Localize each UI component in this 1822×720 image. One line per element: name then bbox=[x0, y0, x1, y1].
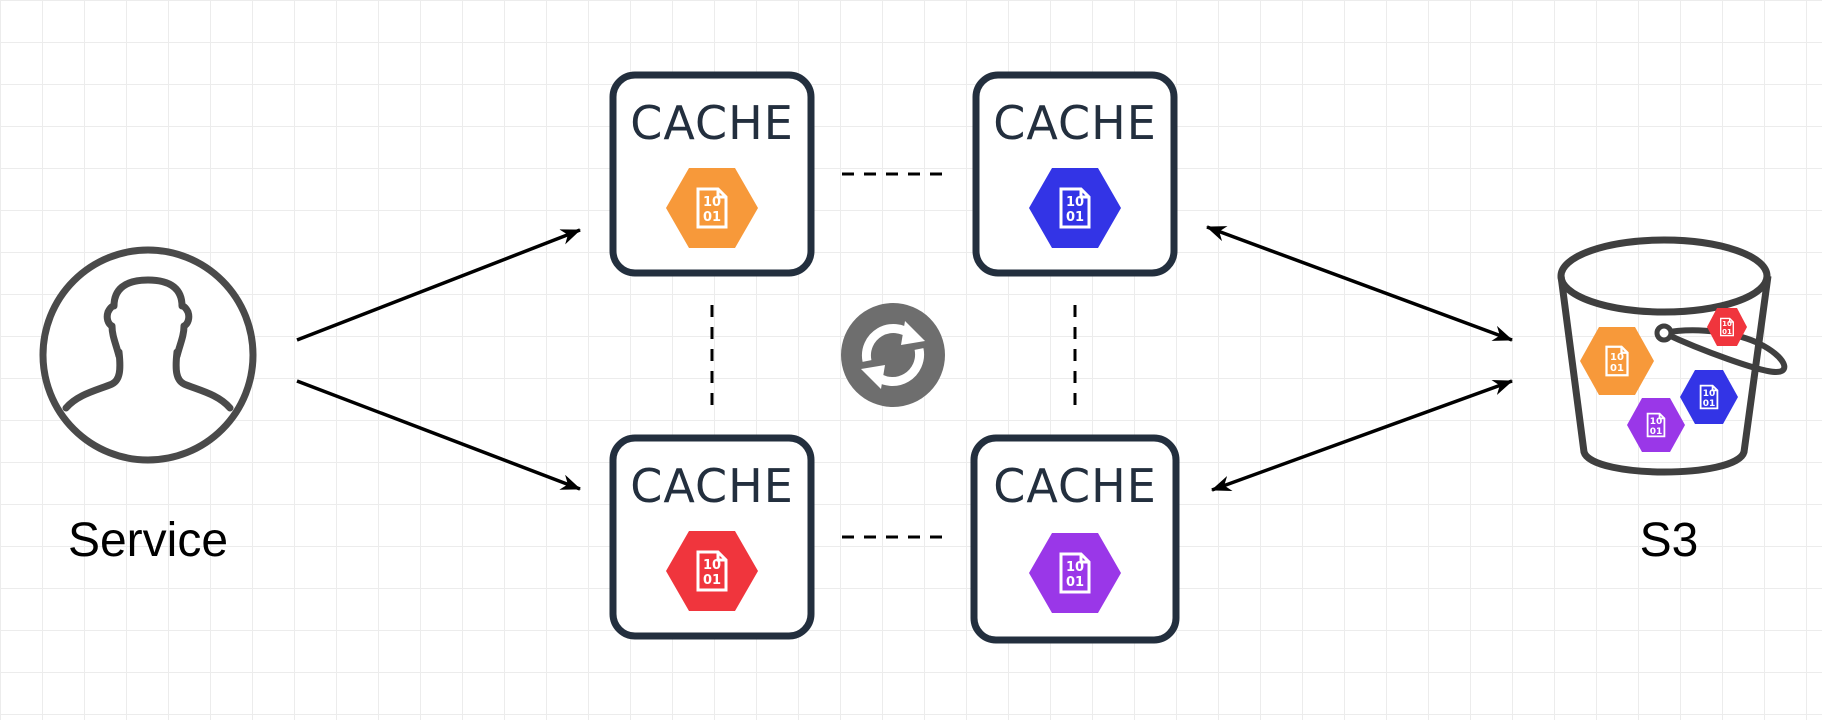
binary-file-icon: 10 01 bbox=[1029, 533, 1121, 613]
bucket-icon: 10 01 10 01 10 01 10 01 bbox=[1557, 236, 1788, 476]
badge-text-top: 10 bbox=[1650, 417, 1663, 427]
badge-text-bottom: 01 bbox=[703, 573, 721, 588]
cache-node-top-right[interactable]: CACHE 10 01 bbox=[972, 71, 1178, 277]
s3-node[interactable]: 10 01 10 01 10 01 10 01 S3 bbox=[1557, 236, 1788, 567]
arrow-bottom-cache-s3 bbox=[1211, 379, 1513, 492]
badge-text-bottom: 01 bbox=[703, 210, 721, 225]
bucket-hex-red: 10 01 bbox=[1707, 308, 1747, 346]
s3-label: S3 bbox=[1640, 514, 1699, 567]
service-arrows bbox=[296, 228, 581, 491]
arrow-service-to-top-cache bbox=[296, 228, 581, 342]
badge-text-top: 10 bbox=[1703, 389, 1716, 399]
bucket-hex-blue: 10 01 bbox=[1680, 370, 1738, 424]
badge-text-bottom: 01 bbox=[1066, 210, 1084, 225]
service-label: Service bbox=[68, 514, 228, 567]
arrow-service-to-bottom-cache bbox=[296, 379, 581, 491]
user-icon bbox=[39, 246, 257, 464]
arrow-top-cache-s3 bbox=[1206, 225, 1513, 342]
badge-text-bottom: 01 bbox=[1066, 575, 1084, 590]
badge-text-bottom: 01 bbox=[1650, 427, 1663, 437]
binary-file-icon: 10 01 bbox=[666, 531, 758, 611]
cache-label: CACHE bbox=[993, 459, 1157, 513]
binary-file-icon: 10 01 bbox=[666, 168, 758, 248]
cache-node-bottom-left[interactable]: CACHE 10 01 bbox=[609, 434, 815, 640]
service-node[interactable]: Service bbox=[39, 246, 257, 567]
cache-label: CACHE bbox=[630, 459, 794, 513]
badge-text-top: 10 bbox=[1722, 320, 1732, 328]
badge-text-top: 10 bbox=[1066, 195, 1084, 210]
bucket-hex-orange: 10 01 bbox=[1580, 327, 1654, 395]
s3-arrows bbox=[1206, 225, 1513, 492]
badge-text-top: 10 bbox=[1066, 560, 1084, 575]
dashed-connectors bbox=[710, 172, 1077, 539]
cache-label: CACHE bbox=[630, 96, 794, 150]
cache-node-top-left[interactable]: CACHE 10 01 bbox=[609, 71, 815, 277]
badge-text-top: 10 bbox=[703, 195, 721, 210]
cache-label: CACHE bbox=[993, 96, 1157, 150]
badge-text-top: 10 bbox=[703, 558, 721, 573]
badge-text-bottom: 01 bbox=[1610, 363, 1624, 374]
badge-text-bottom: 01 bbox=[1722, 328, 1732, 336]
binary-file-icon: 10 01 bbox=[1029, 168, 1121, 248]
bucket-hex-purple: 10 01 bbox=[1627, 398, 1685, 452]
badge-text-bottom: 01 bbox=[1703, 399, 1716, 409]
sync-icon bbox=[841, 303, 945, 407]
cache-node-bottom-right[interactable]: CACHE 10 01 bbox=[970, 434, 1180, 644]
badge-text-top: 10 bbox=[1610, 352, 1624, 363]
